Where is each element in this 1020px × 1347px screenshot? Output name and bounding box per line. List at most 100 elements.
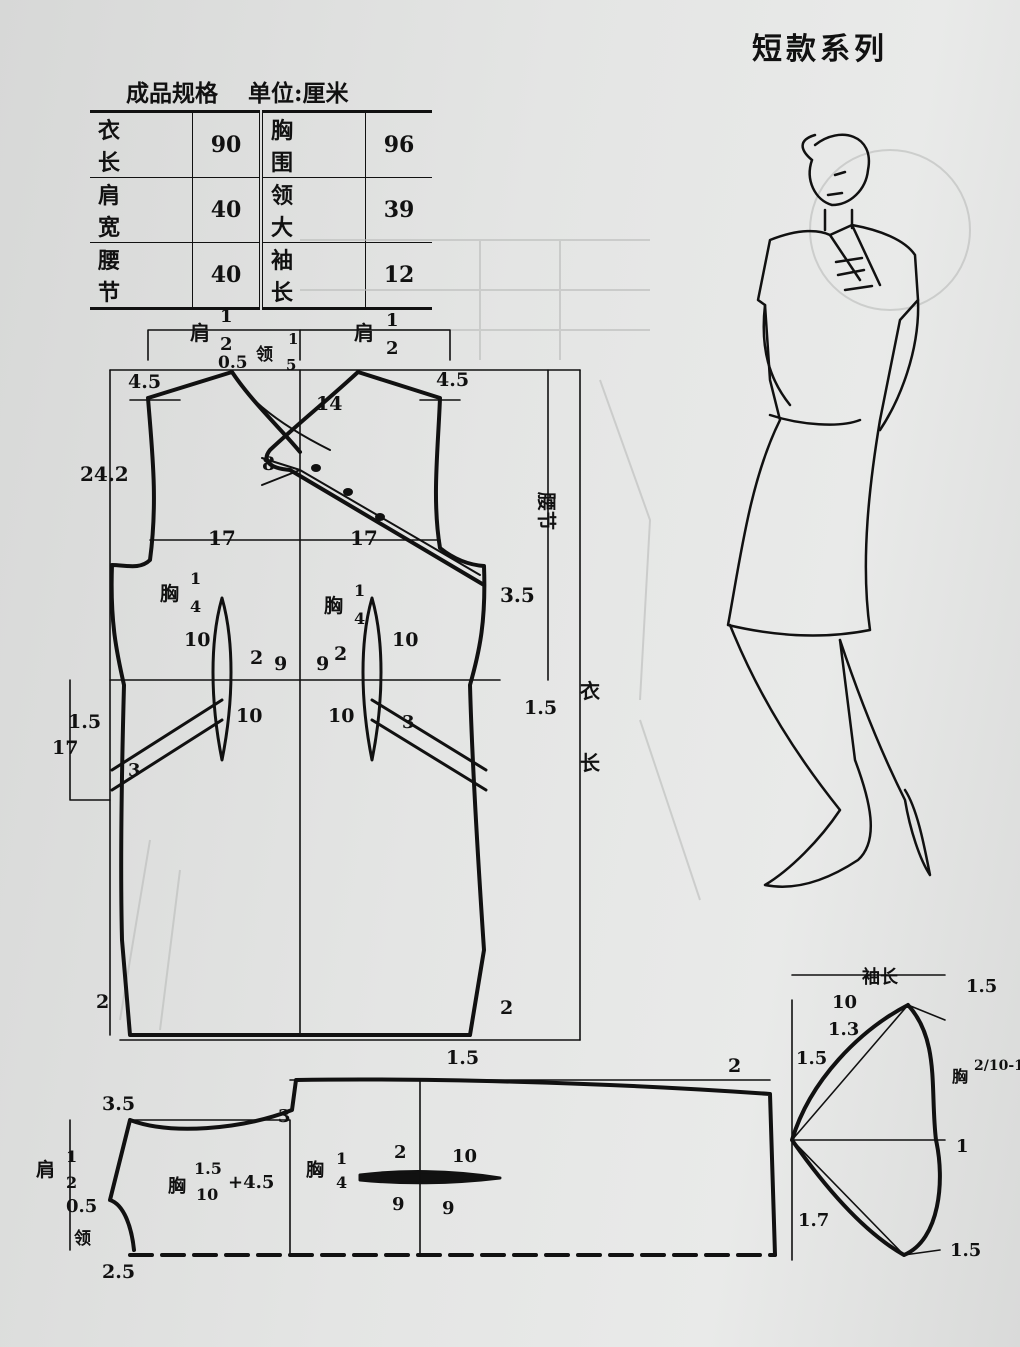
label-num: 4 [354, 609, 365, 628]
front-opening-line [264, 370, 486, 587]
front-opening-inner [261, 457, 481, 576]
label-num: 4 [190, 597, 201, 616]
label-num: 10 [328, 705, 354, 727]
spec-caption-title: 成品规格 [126, 80, 218, 107]
label-plus: +4.5 [228, 1172, 274, 1193]
spec-row: 衣长 90 胸围 96 [90, 111, 432, 178]
label-waist: 腰节 [535, 491, 557, 530]
label-num: 3 [128, 760, 141, 781]
small-sleeve-frame [791, 974, 946, 1261]
label-num: 24.2 [80, 462, 129, 486]
label-neck: 领 [256, 344, 273, 365]
label-num: 1.5 [796, 1048, 827, 1069]
spec-row: 腰节 40 袖长 12 [90, 242, 432, 309]
label-num: 9 [442, 1198, 455, 1219]
spec-label: 肩宽 [90, 177, 193, 243]
label-num: 10 [236, 705, 262, 727]
sleeve-dart [358, 1170, 502, 1185]
label-num: 3 [402, 712, 415, 733]
label-chest: 胸 [168, 1175, 186, 1197]
spec-value: 40 [192, 177, 261, 243]
labels-layer: 肩 1 2 0.5 领 1 5 肩 1 2 4.5 4.5 14 24.2 8 … [36, 306, 1020, 1283]
label-num: 1 [190, 569, 201, 588]
spec-label: 衣长 [90, 111, 193, 178]
spec-caption-unit: 单位:厘米 [248, 80, 349, 107]
label-shoulder: 肩 [36, 1158, 55, 1181]
label-num: 2.5 [102, 1261, 135, 1283]
label-num: 1.7 [798, 1210, 829, 1231]
label-num: 1.5 [68, 711, 101, 733]
spec-value: 40 [192, 242, 261, 309]
neck-curve [231, 371, 331, 451]
spec-caption: 成品规格 单位:厘米 [126, 74, 379, 108]
label-num: 2 [728, 1055, 741, 1077]
label-num: 2 [386, 338, 399, 359]
label-num: 0.5 [218, 353, 248, 373]
label-num: 10 [452, 1146, 477, 1167]
label-num: 3.5 [102, 1093, 135, 1115]
label-num: 2/10-1 [974, 1058, 1020, 1074]
label-num: 9 [392, 1194, 405, 1215]
label-num: 14 [316, 393, 342, 415]
spec-value: 39 [365, 177, 432, 243]
front-pocket [370, 698, 488, 792]
dress-figure-illustration [726, 133, 932, 888]
label-num: 1 [288, 330, 298, 348]
label-body-length: 长 [580, 751, 601, 775]
label-num: 2 [250, 647, 263, 669]
construction-lines [69, 329, 581, 1041]
front-bodice-outline [298, 370, 487, 1037]
label-num: 4.5 [436, 369, 469, 391]
label-num: 3 [278, 1106, 291, 1127]
button-marks [311, 464, 385, 521]
label-num: 17 [350, 526, 378, 550]
label-num: 1 [220, 306, 233, 327]
spec-label: 袖长 [271, 248, 316, 306]
spec-row: 肩宽 40 领大 39 [90, 177, 432, 243]
label-num: 1 [956, 1136, 969, 1157]
label-num: 2 [394, 1142, 407, 1163]
label-num: 5 [286, 356, 296, 374]
label-num: 1.5 [194, 1159, 222, 1178]
spec-label: 胸围 [263, 111, 366, 178]
label-num: 1.5 [950, 1240, 981, 1261]
label-num: 4 [336, 1173, 347, 1192]
spec-value: 90 [192, 111, 261, 178]
label-sleeve-length: 袖长 [862, 966, 899, 988]
label-num: 2 [66, 1173, 77, 1192]
label-shoulder: 肩 [190, 321, 210, 345]
front-waist-dart [361, 596, 383, 762]
series-title: 短款系列 [752, 32, 888, 67]
label-num: 1.5 [524, 697, 557, 719]
label-num: 10 [392, 629, 418, 651]
label-chest: 胸 [952, 1067, 968, 1086]
label-num: 1 [336, 1149, 347, 1168]
label-num: 4.5 [128, 371, 161, 393]
spec-label: 腰节 [98, 248, 143, 306]
label-body-length: 衣 [580, 679, 600, 703]
bleed-through [119, 149, 971, 1031]
label-num: 1.5 [966, 976, 997, 997]
label-shoulder: 肩 [354, 321, 374, 345]
sleeve-bottom-outline [108, 1077, 777, 1257]
spec-value: 96 [365, 111, 432, 178]
label-num: 1 [386, 310, 399, 331]
label-num: 8 [262, 453, 275, 475]
small-sleeve-guides [791, 1004, 946, 1256]
label-num: 1 [66, 1147, 77, 1166]
label-num: 10 [196, 1185, 218, 1204]
label-chest: 胸 [160, 582, 179, 605]
label-neck: 领 [74, 1228, 91, 1249]
label-num: 10 [184, 629, 210, 651]
label-num: 2 [500, 997, 513, 1019]
label-num: 3.5 [500, 583, 535, 607]
label-num: 1 [354, 581, 365, 600]
label-num: 2 [220, 334, 233, 355]
label-num: 1.5 [446, 1047, 479, 1069]
label-chest: 胸 [306, 1159, 324, 1181]
label-num: 10 [832, 992, 857, 1013]
label-num: 9 [274, 653, 287, 675]
label-chest: 胸 [324, 594, 343, 617]
